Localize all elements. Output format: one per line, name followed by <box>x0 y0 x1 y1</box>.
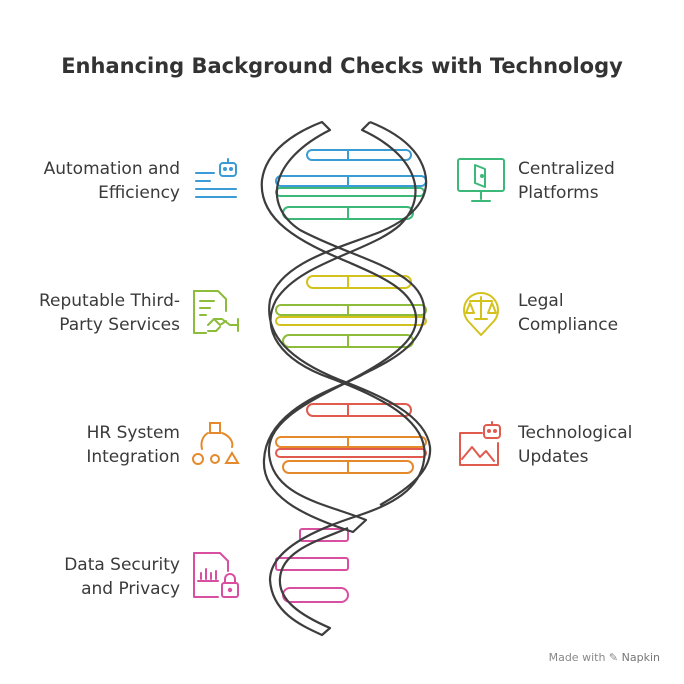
helix-strands <box>260 120 432 637</box>
document-lock-icon <box>192 551 242 601</box>
shapes-network-icon <box>192 421 242 471</box>
page-title: Enhancing Background Checks with Technol… <box>61 54 623 78</box>
rungs-legal <box>275 275 427 326</box>
robot-chart-icon <box>456 421 506 471</box>
rungs-automation <box>275 149 427 187</box>
helix-rungs <box>275 149 427 603</box>
scales-badge-icon <box>456 289 506 339</box>
rungs-centralized <box>275 187 425 220</box>
rungs-tech <box>275 403 427 458</box>
napkin-logo-icon: ✎ <box>608 651 619 664</box>
rungs-hr <box>275 436 427 474</box>
rungs-security <box>275 528 349 603</box>
label-reputable: Reputable Third-Party Services <box>38 291 180 335</box>
contract-handshake-icon <box>192 289 242 339</box>
monitor-door-icon <box>456 157 506 207</box>
footer-watermark: Made with ✎ Napkin <box>548 651 660 664</box>
robot-list-icon <box>192 157 242 207</box>
